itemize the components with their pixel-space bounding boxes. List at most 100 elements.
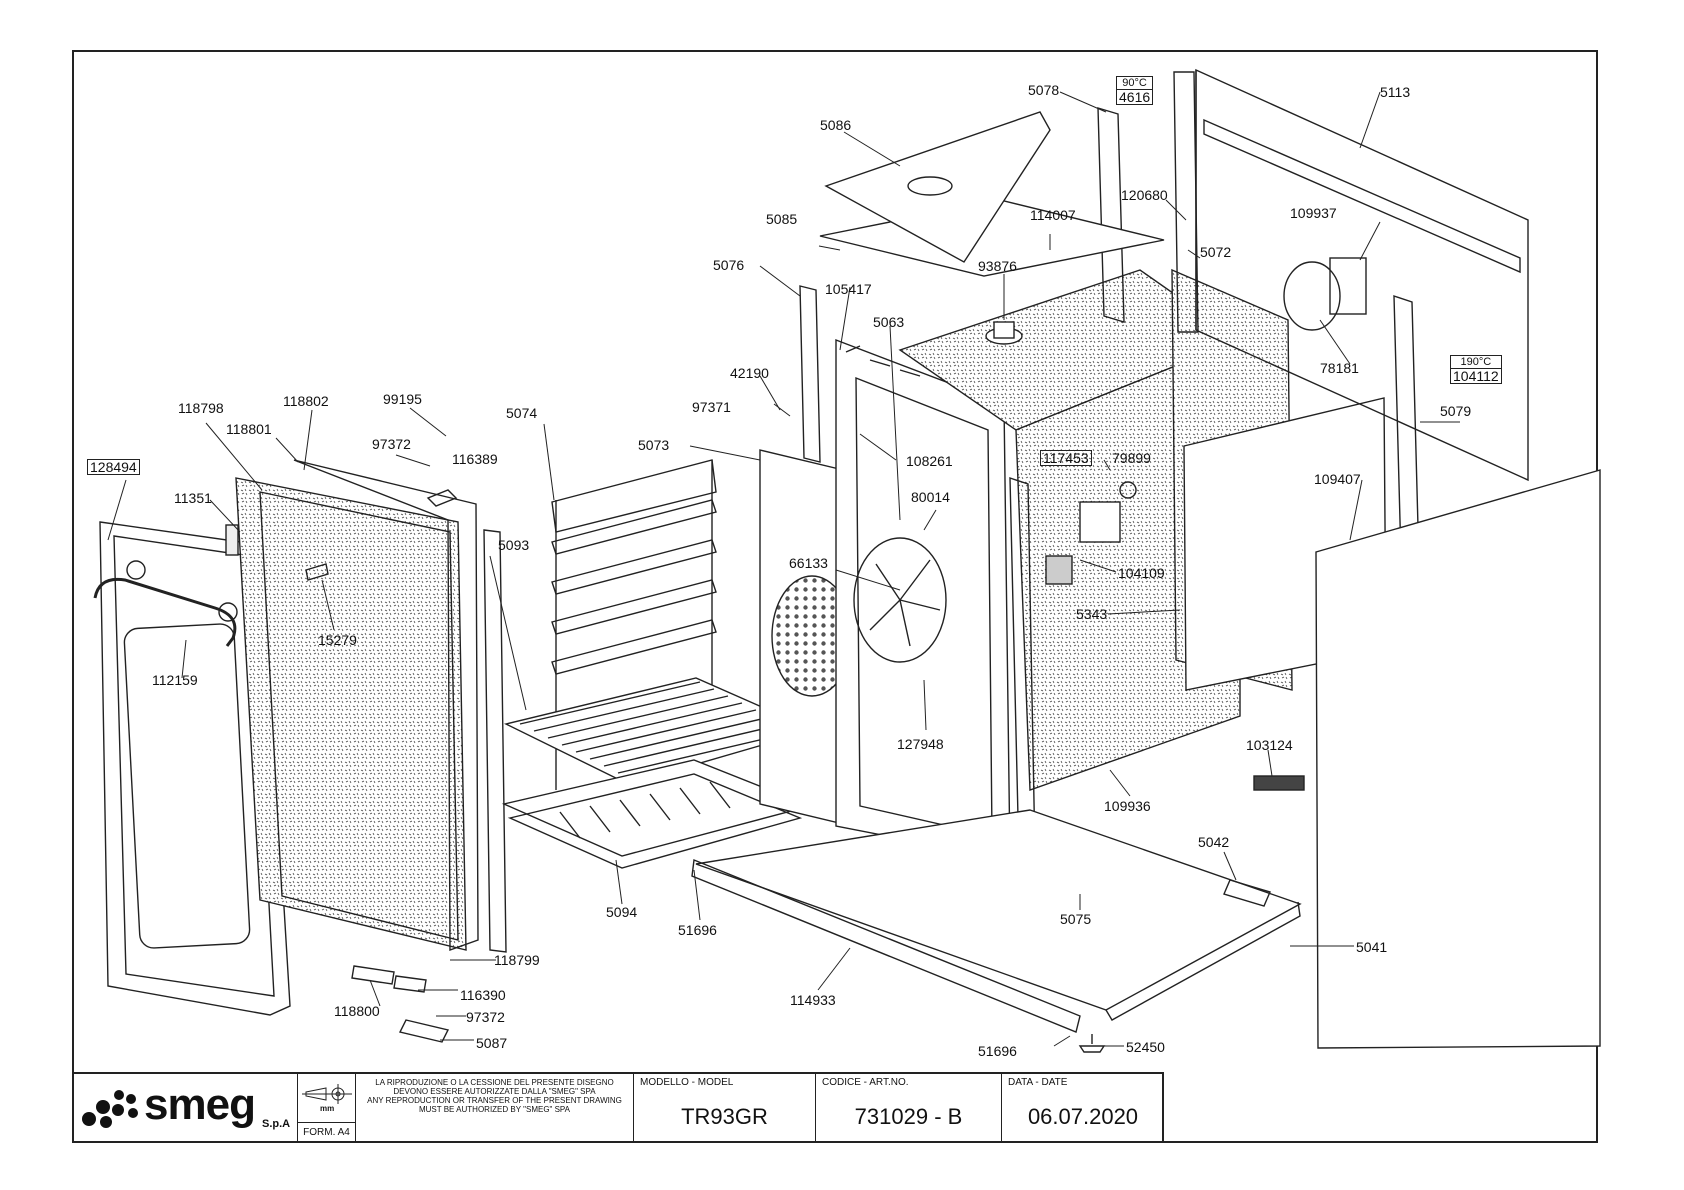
projection-symbol-cell: mm FORM. A4 <box>298 1074 356 1143</box>
part-label: 127948 <box>897 736 944 752</box>
part-label: 99195 <box>383 391 422 407</box>
inner-door-panels <box>225 459 479 951</box>
part-label: 109937 <box>1290 205 1337 221</box>
base-panel <box>695 809 1302 1021</box>
label-plate <box>1045 555 1073 585</box>
part-label: 117453 <box>1040 450 1092 466</box>
part-label: 118798 <box>178 400 224 416</box>
part-label: 114933 <box>790 992 836 1008</box>
part-label: 4616 <box>1116 89 1154 105</box>
part-label: 5078 <box>1028 82 1060 98</box>
part-label: 5073 <box>638 437 670 453</box>
part-label: 5085 <box>766 211 798 227</box>
brand-name: smeg <box>144 1080 256 1129</box>
rear-housing <box>1173 68 1529 482</box>
part-label: 11351 <box>174 490 212 506</box>
part-label: 66133 <box>789 555 828 571</box>
part-label: 118801 <box>226 421 272 437</box>
part-label: 114007 <box>1030 207 1076 223</box>
leader-lines <box>107 91 1460 1047</box>
thermostat-box <box>1079 501 1121 543</box>
notice-english: ANY REPRODUCTION OR TRANSFER OF THE PRES… <box>367 1096 622 1114</box>
title-block: smeg S.p.A mm FORM. A4 LA RIPRODUZIONE O… <box>72 1072 1164 1143</box>
part-label: 51696 <box>678 922 717 938</box>
part-label: 51696 <box>978 1043 1017 1059</box>
cavity-front-frame <box>835 338 1011 861</box>
left-upright <box>799 285 821 463</box>
temp-value: 190°C <box>1450 355 1502 368</box>
copyright-notice: LA RIPRODUZIONE O LA CESSIONE DEL PRESEN… <box>356 1074 634 1143</box>
part-label: 97372 <box>466 1009 505 1025</box>
date-cell: DATA - DATE 06.07.2020 <box>1002 1074 1164 1143</box>
temp-value: 90°C <box>1116 76 1154 89</box>
part-label: 109936 <box>1104 798 1151 814</box>
fan-motor <box>1329 257 1367 315</box>
top-cover-5086 <box>824 111 1051 263</box>
part-label: 118802 <box>283 393 329 409</box>
adjustable-foot <box>1078 1034 1106 1053</box>
fan-cover-panel <box>759 449 861 829</box>
code-value: 731029 - B <box>854 1104 963 1129</box>
convection-fan <box>853 537 947 663</box>
part-label: 52450 <box>1126 1039 1165 1055</box>
side-panel-109407 <box>1315 469 1601 1049</box>
part-label: 5086 <box>820 117 852 133</box>
part-label: 116390 <box>460 987 506 1003</box>
date-header: DATA - DATE <box>1008 1077 1068 1088</box>
part-label: 93876 <box>978 258 1017 274</box>
model-cell: MODELLO - MODEL TR93GR <box>634 1074 816 1143</box>
part-label: 5041 <box>1356 939 1388 955</box>
hinge-bracket-top <box>426 489 458 507</box>
thermostat-190-label: 190°C 104112 <box>1450 355 1502 384</box>
part-label: 120680 <box>1121 187 1168 203</box>
part-label: 78181 <box>1320 360 1359 376</box>
part-label: 5075 <box>1060 911 1092 927</box>
part-label: 112159 <box>152 672 198 688</box>
part-label: 5094 <box>606 904 638 920</box>
company-logo: smeg S.p.A <box>72 1074 298 1143</box>
part-label: 103124 <box>1246 737 1293 753</box>
part-label: 5087 <box>476 1035 508 1051</box>
notice-italian: LA RIPRODUZIONE O LA CESSIONE DEL PRESEN… <box>375 1078 614 1096</box>
front-bar-114933 <box>691 859 1081 1033</box>
part-label: 104112 <box>1450 368 1502 384</box>
part-label: 118800 <box>334 1003 380 1019</box>
thermostat-90-label: 90°C 4616 <box>1116 76 1154 105</box>
part-label: 5072 <box>1200 244 1232 260</box>
format-label: FORM. A4 <box>298 1122 355 1143</box>
part-label: 5063 <box>873 314 905 330</box>
part-label: 42190 <box>730 365 769 381</box>
part-label: 104109 <box>1118 565 1165 581</box>
part-label: 79899 <box>1112 450 1151 466</box>
door-hinges <box>351 965 450 1043</box>
part-label: 5113 <box>1380 84 1411 100</box>
part-label: 15279 <box>318 632 357 648</box>
code-header: CODICE - ART.NO. <box>822 1077 909 1088</box>
brand-suffix: S.p.A <box>262 1118 291 1130</box>
date-value: 06.07.2020 <box>1027 1104 1139 1129</box>
part-label: 5093 <box>498 537 530 553</box>
code-cell: CODICE - ART.NO. 731029 - B <box>816 1074 1002 1143</box>
terminal-block <box>1253 775 1305 791</box>
part-label: 116389 <box>452 451 498 467</box>
bracket-5042 <box>1223 879 1271 907</box>
part-label: 5079 <box>1440 403 1472 419</box>
part-label: 5042 <box>1198 834 1230 850</box>
model-header: MODELLO - MODEL <box>640 1077 734 1088</box>
part-label: 128494 <box>87 459 140 475</box>
part-label: 97372 <box>372 436 411 452</box>
model-value: TR93GR <box>681 1104 768 1129</box>
door-side-profile <box>483 529 507 953</box>
projection-icon <box>302 1084 352 1104</box>
fan-motor-plate <box>1283 261 1341 331</box>
part-label: 5076 <box>713 257 745 273</box>
part-label: 105417 <box>825 281 872 297</box>
part-label: 97371 <box>692 399 731 415</box>
part-label: 5343 <box>1076 606 1108 622</box>
units-label: mm <box>320 1104 335 1113</box>
part-label: 5074 <box>506 405 538 421</box>
part-label: 118799 <box>494 952 540 968</box>
part-label: 80014 <box>911 489 950 505</box>
part-label: 109407 <box>1314 471 1361 487</box>
